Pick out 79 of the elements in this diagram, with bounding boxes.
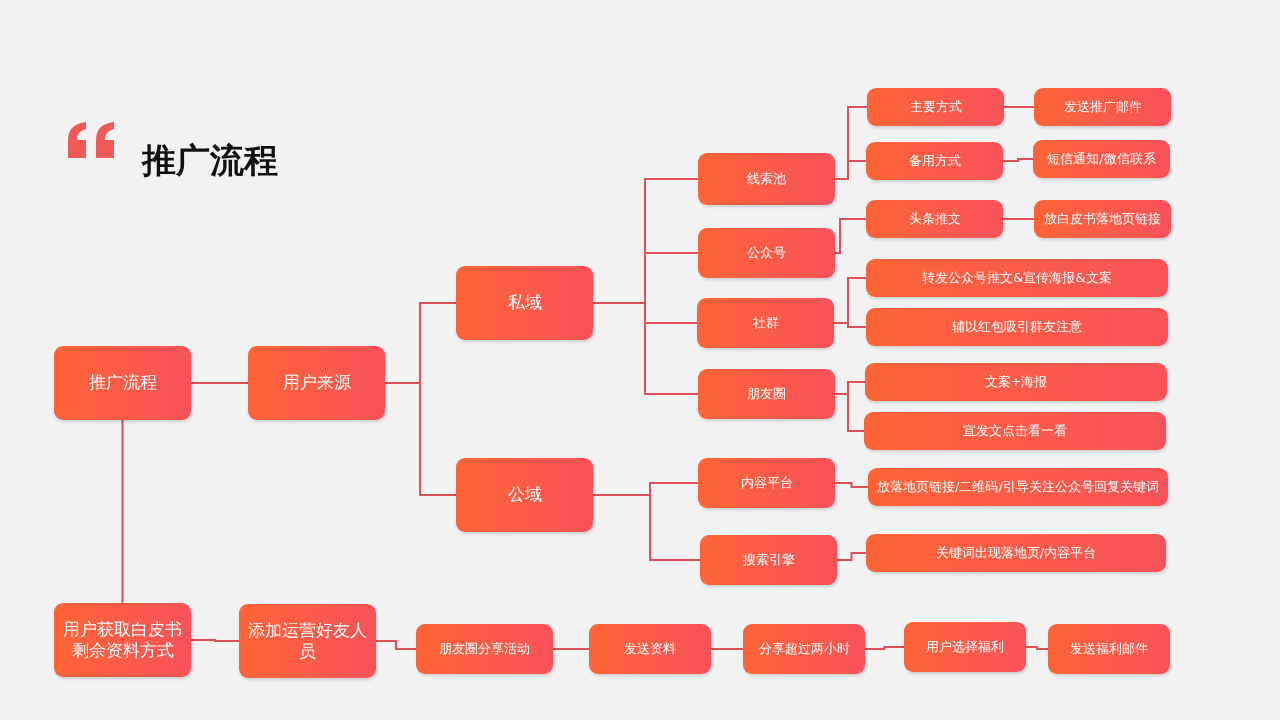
- process-box: [868, 468, 1168, 506]
- box-label: 用户获取白皮书剩余资料方式: [62, 618, 183, 662]
- connector-line: [834, 393, 865, 432]
- process-box: [743, 624, 865, 674]
- box-label: 私域: [507, 292, 542, 314]
- process-box: [866, 259, 1168, 297]
- process-box: [589, 624, 711, 674]
- box-label: 发送福利邮件: [1070, 640, 1148, 658]
- process-box: [456, 458, 593, 532]
- process-box: [698, 228, 835, 278]
- connector-line: [833, 322, 867, 328]
- connector-line: [1003, 106, 1035, 108]
- box-label: 主要方式: [909, 98, 962, 116]
- connector-line: [834, 218, 867, 254]
- process-box: [866, 200, 1003, 238]
- process-box: [54, 603, 191, 677]
- connector-line: [1025, 646, 1049, 650]
- box-label: 推广流程: [88, 372, 157, 394]
- connector-line: [384, 382, 457, 496]
- box-label: 用户来源: [282, 372, 351, 394]
- connector-line: [834, 482, 869, 488]
- connector-line: [1002, 158, 1034, 162]
- box-label: 宣发文点击看一看: [963, 422, 1067, 440]
- box-label: 短信通知/微信联系: [1047, 150, 1156, 168]
- connector-line: [121, 419, 124, 604]
- process-box: [54, 346, 191, 420]
- box-label: 线索池: [747, 170, 786, 188]
- process-box: [456, 266, 593, 340]
- box-label: 朋友圈: [747, 385, 786, 403]
- connector-line: [190, 382, 249, 384]
- connector-line: [592, 494, 701, 561]
- process-box: [1033, 140, 1170, 178]
- process-box: [867, 88, 1004, 126]
- connector-line: [375, 640, 417, 650]
- box-label: 备用方式: [908, 152, 961, 170]
- process-box: [864, 412, 1166, 450]
- box-label: 转发公众号推文&宣传海报&文案: [922, 269, 1112, 287]
- process-box: [700, 535, 837, 585]
- connector-line: [592, 302, 699, 395]
- box-label: 添加运营好友人员: [247, 619, 368, 663]
- process-box: [698, 369, 835, 419]
- connector-line: [552, 648, 590, 650]
- box-label: 公域: [507, 484, 542, 506]
- box-label: 放落地页链接/二维码/引导关注公众号回复关键词: [877, 478, 1159, 496]
- box-label: 放白皮书落地页链接: [1044, 210, 1161, 228]
- box-label: 用户选择福利: [926, 638, 1004, 656]
- box-label: 辅以红包吸引群友注意: [952, 318, 1082, 336]
- connector-line: [190, 639, 240, 642]
- connector-line: [1002, 218, 1035, 220]
- box-label: 朋友圈分享活动: [439, 640, 530, 658]
- box-label: 搜索引擎: [742, 551, 795, 569]
- process-box: [1048, 624, 1170, 674]
- process-box: [866, 142, 1003, 180]
- slide-title: 推广流程: [142, 139, 278, 182]
- box-label: 社群: [752, 314, 779, 332]
- process-box: [698, 458, 835, 508]
- box-label: 内容平台: [740, 474, 793, 492]
- box-label: 文案+海报: [984, 373, 1048, 391]
- process-box: [1034, 200, 1171, 238]
- box-label: 头条推文: [908, 210, 961, 228]
- process-box: [416, 624, 553, 674]
- process-box: [865, 363, 1167, 401]
- box-label: 公众号: [747, 244, 786, 262]
- connector-line: [710, 648, 744, 650]
- box-label: 发送推广邮件: [1063, 98, 1142, 116]
- process-box: [248, 346, 385, 420]
- box-label: 关键词出现落地页/内容平台: [935, 544, 1097, 562]
- process-box: [904, 622, 1026, 672]
- connector-line: [836, 552, 867, 561]
- process-box: [1034, 88, 1171, 126]
- box-label: 发送资料: [624, 640, 676, 658]
- box-label: 分享超过两小时: [758, 640, 850, 658]
- connector-line: [834, 160, 867, 180]
- connector-line: [864, 646, 905, 650]
- process-box: [697, 298, 834, 348]
- process-box: [866, 308, 1168, 346]
- process-box: [239, 604, 376, 678]
- process-box: [866, 534, 1166, 572]
- process-box: [698, 153, 835, 205]
